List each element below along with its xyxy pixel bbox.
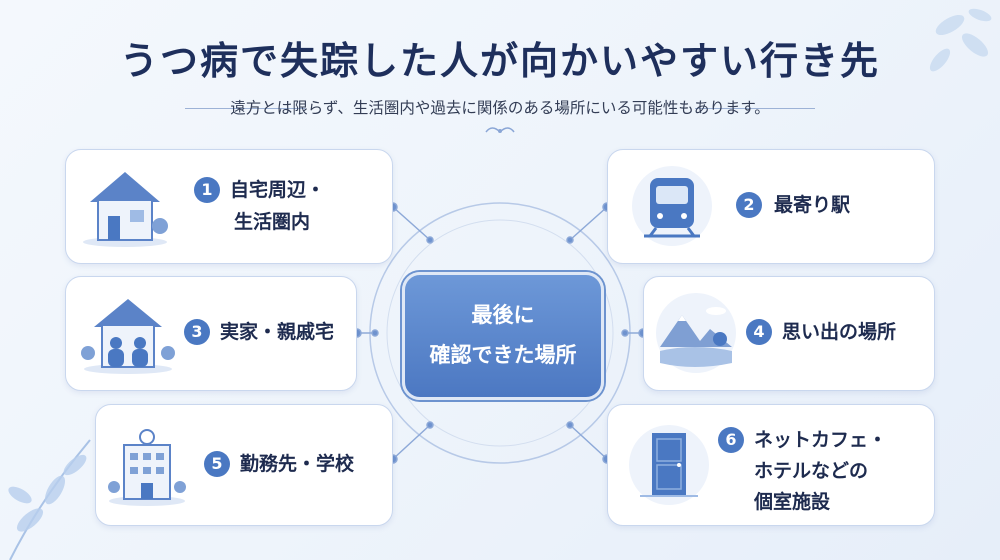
subtitle-line-right	[695, 108, 815, 109]
family-home-icon	[81, 299, 175, 374]
center-line1: 最後に	[471, 303, 535, 327]
center-line2: 確認できた場所	[429, 343, 577, 367]
badge-6: 6	[718, 427, 744, 453]
badge-4: 4	[746, 319, 772, 345]
door-icon	[629, 425, 709, 505]
label-3: 実家・親戚宅	[220, 321, 335, 343]
ornament-icon	[485, 127, 515, 134]
label-1-line1: 自宅周辺・	[230, 179, 326, 201]
label-2: 最寄り駅	[774, 194, 851, 216]
label-4: 思い出の場所	[782, 321, 897, 343]
house-icon	[83, 172, 168, 247]
destination-card-6: 6 ネットカフェ・ ホテルなどの 個室施設	[607, 404, 935, 526]
label-6-line2: ホテルなどの	[754, 460, 869, 482]
badge-1: 1	[194, 177, 220, 203]
badge-2: 2	[736, 192, 762, 218]
school-icon	[108, 429, 186, 506]
leaf-decoration-bottom-left-icon	[8, 439, 91, 560]
badge-5: 5	[204, 451, 230, 477]
destination-card-3: 3 実家・親戚宅	[65, 276, 357, 391]
destination-card-2: 2 最寄り駅	[607, 149, 935, 264]
label-6-line3: 個室施設	[754, 491, 831, 513]
label-1-line2: 生活圏内	[234, 211, 311, 233]
page-title: うつ病で失踪した人が向かいやすい行き先	[119, 38, 880, 83]
destination-card-5: 5 勤務先・学校	[95, 404, 393, 526]
label-6-line1: ネットカフェ・	[754, 429, 888, 451]
destination-card-1: 1 自宅周辺・ 生活圏内	[65, 149, 393, 264]
subtitle: 遠方とは限らず、生活圏内や過去に関係のある場所にいる可能性もあります。	[230, 99, 770, 117]
train-icon	[632, 166, 712, 246]
label-5: 勤務先・学校	[240, 453, 355, 475]
center-box: 最後に 確認できた場所	[402, 272, 604, 400]
subtitle-line-left	[185, 108, 305, 109]
leaf-decoration-top-right-icon	[929, 8, 992, 72]
landscape-icon	[656, 293, 736, 373]
destination-card-4: 4 思い出の場所	[643, 276, 935, 391]
badge-3: 3	[184, 319, 210, 345]
